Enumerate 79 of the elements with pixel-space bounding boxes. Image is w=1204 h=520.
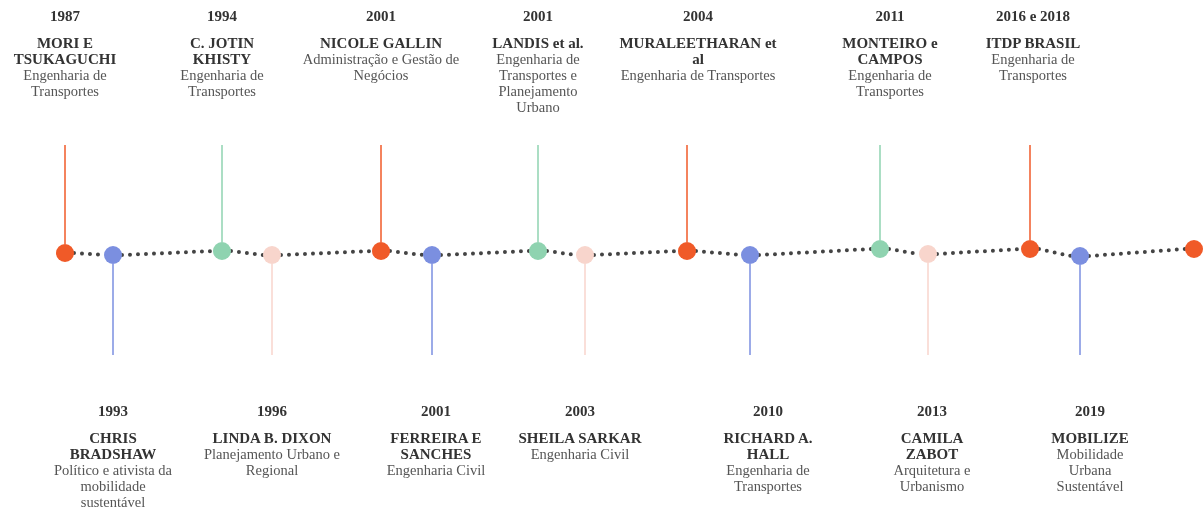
- timeline-dot: [1021, 240, 1039, 258]
- author-name: LINDA B. DIXON: [212, 430, 332, 446]
- field-label: Engenharia de Transportes e Planejamento Urbano: [495, 51, 581, 115]
- leader-line: [879, 144, 881, 241]
- field-label: Engenharia Civil: [530, 446, 630, 462]
- author-name: MONTEIRO e CAMPOS: [841, 35, 939, 67]
- timeline-dot: [678, 242, 696, 260]
- timeline-dot: [56, 244, 74, 262]
- year-label: 2016 e 2018: [995, 8, 1071, 25]
- timeline-dot: [529, 242, 547, 260]
- year-label: 1987: [50, 8, 80, 25]
- author-name: MOBILIZE: [1051, 430, 1129, 446]
- year-label: 2003: [565, 403, 595, 420]
- author-name: SHEILA SARKAR: [518, 430, 642, 446]
- author-name: C. JOTIN KHISTY: [188, 35, 256, 67]
- timeline-dotted-line: [229, 249, 265, 257]
- timeline-dot: [263, 246, 281, 264]
- author-name: LANDIS et al.: [492, 35, 584, 51]
- timeline-dot: [919, 245, 937, 263]
- leader-line: [927, 262, 929, 356]
- timeline-dot: [372, 242, 390, 260]
- timeline-dotted-line: [120, 249, 215, 257]
- timeline-dotted-line: [1087, 247, 1187, 258]
- timeline-dotted-line: [388, 249, 425, 257]
- leader-line: [1029, 144, 1031, 241]
- year-label: 2011: [875, 8, 905, 25]
- field-label: Administração e Gestão de Negócios: [301, 51, 461, 83]
- leader-line: [1079, 264, 1081, 356]
- year-label: 2010: [753, 403, 783, 420]
- timeline-dot: [576, 246, 594, 264]
- year-label: 2019: [1075, 403, 1105, 420]
- field-label: Planejamento Urbano e Regional: [202, 446, 342, 478]
- field-label: Engenharia de Transportes: [22, 67, 108, 99]
- leader-line: [431, 263, 433, 356]
- field-label: Engenharia de Transportes: [179, 67, 265, 99]
- timeline-dot: [104, 246, 122, 264]
- year-label: 1993: [98, 403, 128, 420]
- field-label: Engenharia de Transportes: [620, 67, 776, 83]
- leader-line: [537, 144, 539, 243]
- timeline-dot: [871, 240, 889, 258]
- leader-line: [271, 263, 273, 356]
- year-label: 1996: [257, 403, 287, 420]
- author-name: NICOLE GALLIN: [319, 35, 443, 51]
- timeline-dotted-line: [757, 247, 873, 257]
- year-label: 2013: [917, 403, 947, 420]
- field-label: Mobilidade Urbana Sustentável: [1055, 446, 1125, 494]
- author-name: CHRIS BRADSHAW: [68, 430, 158, 462]
- year-label: 2004: [683, 8, 713, 25]
- timeline-dotted-line: [1037, 247, 1073, 258]
- leader-line: [221, 144, 223, 243]
- author-name: MURALEETHARAN et al: [618, 35, 778, 67]
- leader-line: [380, 144, 382, 243]
- timeline-dot: [1185, 240, 1203, 258]
- timeline-dot: [423, 246, 441, 264]
- field-label: Engenharia de Transportes: [847, 67, 933, 99]
- leader-line: [584, 263, 586, 356]
- year-label: 1994: [207, 8, 237, 25]
- leader-line: [749, 263, 751, 356]
- leader-line: [686, 144, 688, 243]
- timeline-dotted-line: [279, 249, 374, 257]
- leader-line: [112, 263, 114, 356]
- timeline-dot: [213, 242, 231, 260]
- timeline-dot: [1071, 247, 1089, 265]
- author-name: CAMILA ZABOT: [899, 430, 965, 462]
- author-name: ITDP BRASIL: [985, 35, 1081, 51]
- year-label: 2001: [421, 403, 451, 420]
- field-label: Engenharia de Transportes: [990, 51, 1076, 83]
- year-label: 2001: [523, 8, 553, 25]
- timeline-dotted-line: [439, 249, 531, 257]
- field-label: Engenharia de Transportes: [725, 462, 811, 494]
- field-label: Engenharia Civil: [386, 462, 486, 478]
- author-name: FERREIRA E SANCHES: [389, 430, 483, 462]
- author-name: RICHARD A. HALL: [722, 430, 814, 462]
- timeline-dot: [741, 246, 759, 264]
- leader-line: [64, 144, 66, 245]
- year-label: 2001: [366, 8, 396, 25]
- author-name: MORI E TSUKAGUCHI: [12, 35, 118, 67]
- field-label: Arquitetura e Urbanismo: [892, 462, 972, 494]
- field-label: Político e ativista da mobilidade sustentável: [53, 462, 173, 510]
